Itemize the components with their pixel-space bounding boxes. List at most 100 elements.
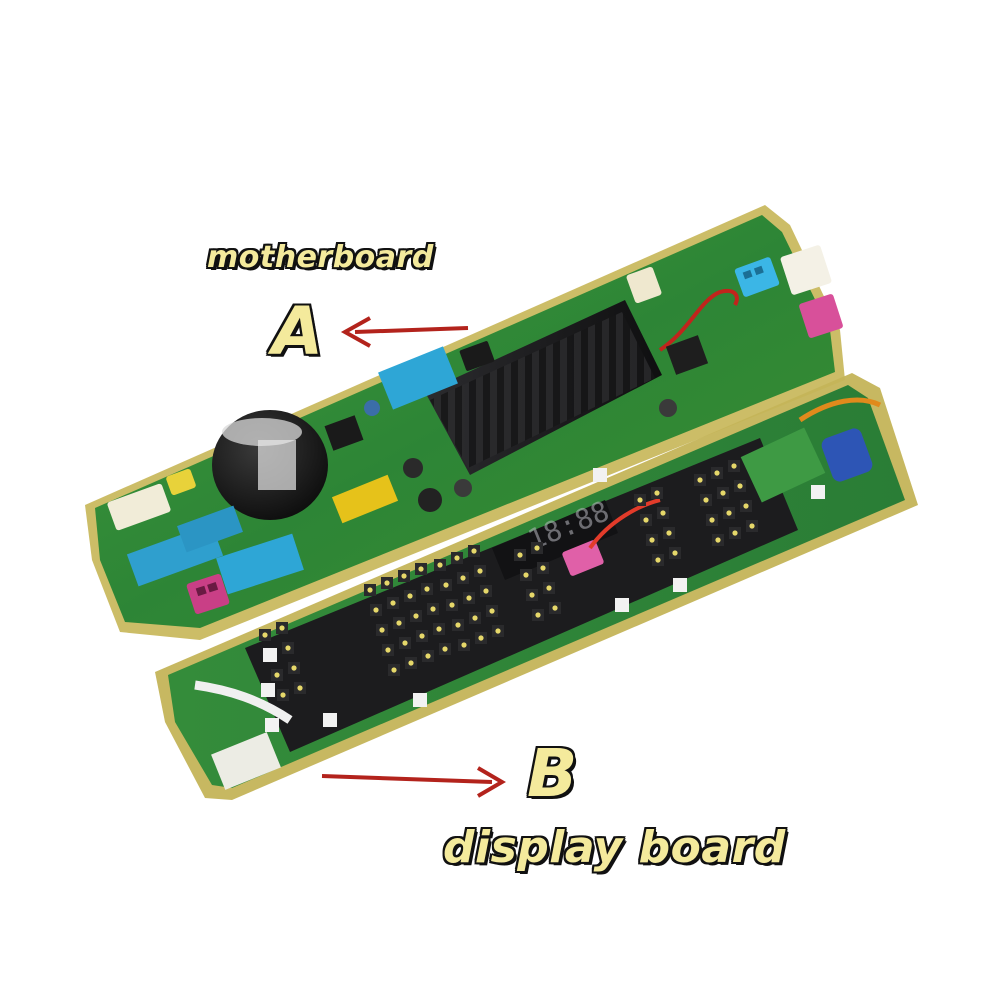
connector-white (626, 266, 662, 304)
blue-component (821, 428, 873, 482)
small-capacitor (364, 400, 380, 416)
connector-black (459, 341, 495, 371)
led (517, 552, 523, 558)
connector-yellow (166, 469, 196, 495)
red-wire (658, 289, 739, 352)
led (643, 517, 649, 523)
led (546, 585, 552, 591)
daughter-board (740, 427, 826, 503)
led (709, 517, 715, 523)
led (460, 575, 466, 581)
led (367, 587, 373, 593)
tactile-button (593, 468, 607, 482)
led (449, 602, 455, 608)
led (425, 653, 431, 659)
led (413, 613, 419, 619)
led (715, 537, 721, 543)
display-board-pcb: 18:88 (155, 373, 918, 800)
led (655, 557, 661, 563)
tactile-button (265, 718, 279, 732)
led (720, 490, 726, 496)
led (732, 530, 738, 536)
led (666, 530, 672, 536)
led (703, 497, 709, 503)
led (402, 640, 408, 646)
wire-bundle (798, 397, 882, 423)
connector-white (780, 245, 832, 295)
led (436, 626, 442, 632)
connector-pink (799, 294, 843, 338)
connector-cyan (734, 257, 780, 297)
led (540, 565, 546, 571)
tactile-button (263, 648, 277, 662)
led (385, 647, 391, 653)
led (418, 566, 424, 572)
yellow-capacitor (331, 474, 399, 524)
heatsink (425, 300, 662, 475)
led (637, 497, 643, 503)
led (471, 548, 477, 554)
small-capacitor (418, 488, 442, 512)
led (430, 606, 436, 612)
motherboard-label: motherboard (207, 240, 434, 275)
led (731, 463, 737, 469)
led (472, 615, 478, 621)
voltage-regulator (324, 415, 364, 451)
led (291, 665, 297, 671)
led (384, 580, 390, 586)
wire-bundle (194, 680, 293, 724)
led (483, 588, 489, 594)
led (654, 490, 660, 496)
led (743, 503, 749, 509)
led (495, 628, 501, 634)
tactile-button (811, 485, 825, 499)
tactile-button (615, 598, 629, 612)
tactile-button (261, 683, 275, 697)
board-a-label: A (272, 293, 324, 370)
connector-white (107, 483, 171, 531)
led (379, 627, 385, 633)
led (529, 592, 535, 598)
led (419, 633, 425, 639)
motherboard-pcb (85, 205, 845, 640)
led (466, 595, 472, 601)
led (535, 612, 541, 618)
display-board-label: display board (443, 822, 786, 873)
small-capacitor (454, 479, 472, 497)
led (442, 646, 448, 652)
led (297, 685, 303, 691)
led (660, 510, 666, 516)
led (279, 625, 285, 631)
led (714, 470, 720, 476)
led (534, 545, 540, 551)
arrow-to-b (321, 766, 506, 798)
led (280, 692, 286, 698)
led (285, 645, 291, 651)
led (523, 572, 529, 578)
led (437, 562, 443, 568)
arrow-to-a (340, 316, 469, 348)
led (737, 483, 743, 489)
ic-chip (665, 335, 709, 375)
led (408, 660, 414, 666)
ribbon-wire (588, 498, 661, 550)
led-button-grid (259, 460, 825, 732)
small-capacitor (403, 458, 423, 478)
led (552, 605, 558, 611)
led (443, 582, 449, 588)
led (454, 555, 460, 561)
board-b-label: B (527, 735, 578, 812)
led (424, 586, 430, 592)
led (477, 568, 483, 574)
led (478, 635, 484, 641)
tactile-button (673, 578, 687, 592)
led (262, 632, 268, 638)
led (649, 537, 655, 543)
electrolytic-capacitor (212, 410, 328, 520)
blue-capacitor (216, 533, 304, 595)
led (391, 667, 397, 673)
small-capacitor (659, 399, 677, 417)
tactile-button (413, 693, 427, 707)
connector-pink (186, 574, 230, 614)
